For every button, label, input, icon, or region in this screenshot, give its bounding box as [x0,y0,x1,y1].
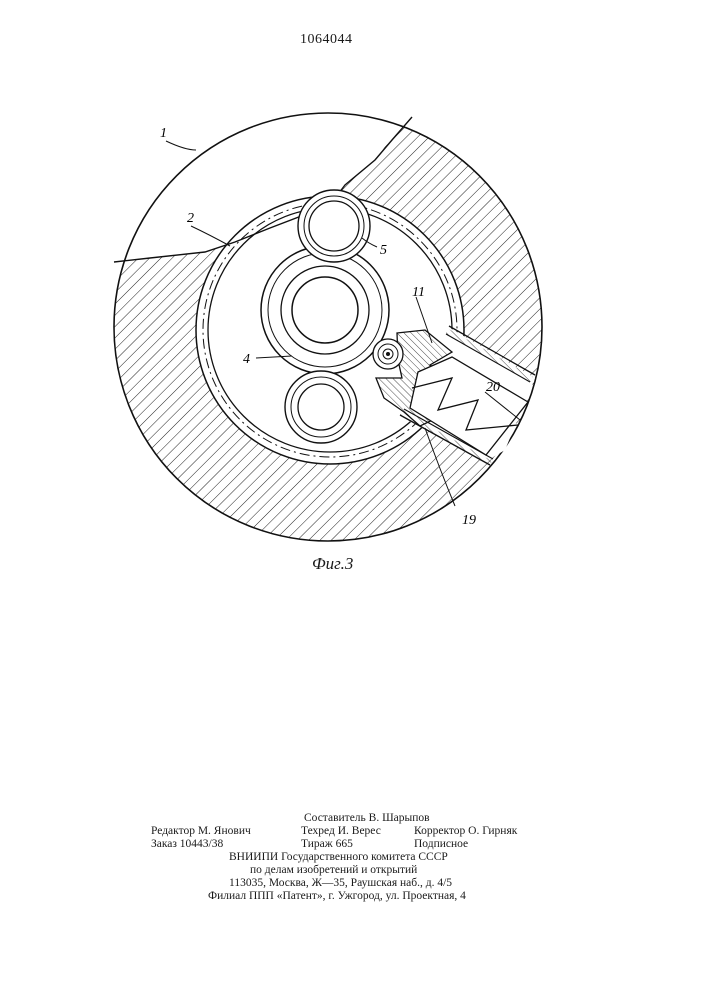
imprint-techred: Техред И. Верес [301,825,381,837]
imprint-branch: Филиал ППП «Патент», г. Ужгород, ул. Про… [208,890,466,902]
imprint-org-line2: по делам изобретений и открытий [250,864,417,876]
imprint-subscription: Подписное [414,838,468,850]
imprint-editor: Редактор М. Янович [151,825,251,837]
imprint-org-line1: ВНИИПИ Государственного комитета СССР [229,851,448,863]
imprint-compiler: Составитель В. Шарыпов [304,812,430,824]
imprint-order: Заказ 10443/38 [151,838,223,850]
imprint-corrector: Корректор О. Гирняк [414,825,517,837]
imprint-print-run: Тираж 665 [301,838,353,850]
imprint-address: 113035, Москва, Ж—35, Раушская наб., д. … [229,877,452,889]
